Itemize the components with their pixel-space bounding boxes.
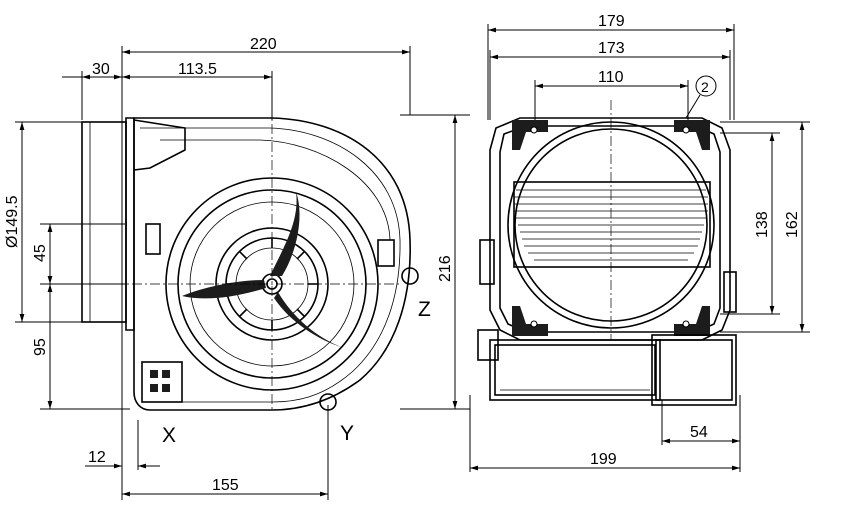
dimension-162: 162: [784, 122, 805, 332]
dim-138: 138: [754, 211, 771, 238]
extension-lines-right: [469, 24, 810, 472]
dimension-173: 173: [490, 40, 730, 60]
left-view: 220 30 113.5 Ø149.5 45 95 216: [4, 36, 470, 500]
dimension-216: 216: [437, 115, 458, 409]
callout-2: 2: [685, 75, 717, 119]
callout-2-label: 2: [701, 79, 709, 95]
dimension-12: 12: [85, 449, 160, 469]
dimension-95: 95: [32, 284, 53, 409]
dim-113-5: 113.5: [178, 61, 217, 78]
dim-216: 216: [437, 255, 454, 282]
dim-199: 199: [590, 451, 617, 468]
extension-lines-left: [15, 46, 470, 500]
dim-30: 30: [92, 61, 110, 78]
dimension-179: 179: [488, 13, 734, 33]
dim-220: 220: [250, 36, 277, 53]
label-y: Y: [340, 422, 354, 445]
dim-54: 54: [690, 424, 708, 441]
dim-179: 179: [598, 13, 625, 30]
dim-95: 95: [32, 338, 49, 356]
dimension-138: 138: [754, 133, 775, 314]
dimension-45: 45: [32, 224, 53, 284]
dim-110: 110: [598, 69, 624, 86]
dimension-diameter: Ø149.5: [4, 122, 25, 322]
blower-housing-front: [477, 100, 737, 406]
dimension-110: 110: [535, 69, 688, 89]
dim-12: 12: [88, 449, 106, 466]
dim-162: 162: [784, 211, 801, 238]
label-z: Z: [418, 298, 431, 321]
dim-diameter: Ø149.5: [4, 195, 21, 248]
blower-housing-side: [60, 88, 419, 412]
dimension-54: 54: [662, 424, 740, 444]
dimension-113-5: 113.5: [122, 61, 272, 80]
dim-173: 173: [598, 40, 625, 57]
label-x: X: [162, 424, 176, 447]
dimension-155: 155: [122, 477, 328, 497]
dimension-220: 220: [122, 36, 410, 55]
dim-45: 45: [32, 244, 49, 262]
dim-155: 155: [212, 477, 239, 494]
right-view: 179 173 110 2 162 138 54 199: [469, 13, 810, 472]
dimension-30: 30: [62, 61, 122, 80]
dimension-199: 199: [470, 451, 740, 471]
